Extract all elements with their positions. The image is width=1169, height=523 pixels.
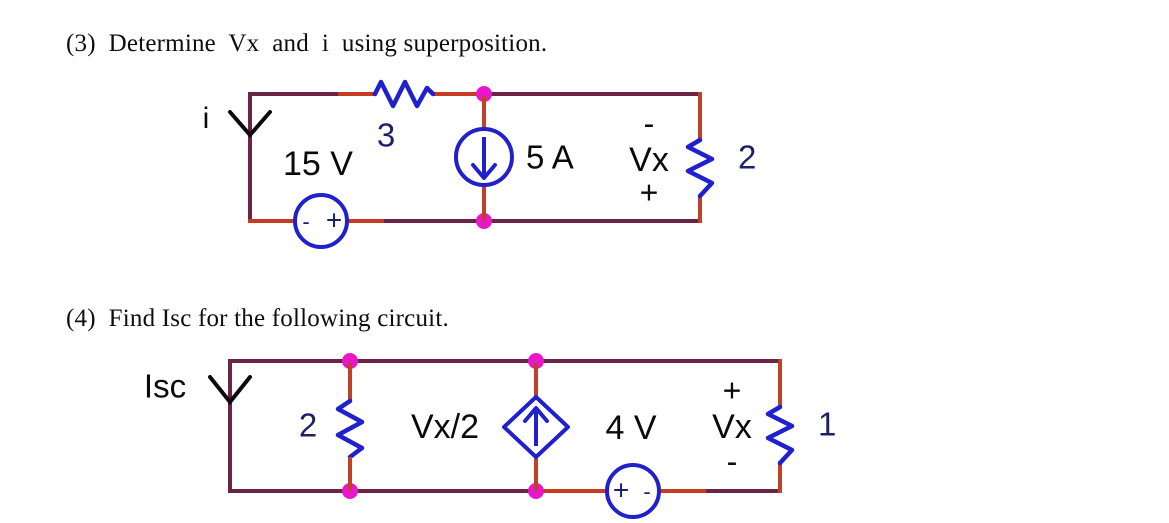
vx-polarity-bottom-plus: + xyxy=(640,174,659,210)
voltage-source-15v-symbol xyxy=(293,193,349,249)
current-direction-arrow-isc xyxy=(208,375,252,406)
circuit-diagram-problem-4: Isc 2 Vx/2 + - 4 V 1 + Vx - xyxy=(144,353,836,519)
voltage-source-15v-plus: + xyxy=(326,204,342,235)
resistor-3-ohm-symbol xyxy=(372,79,436,109)
vx-label: Vx xyxy=(629,141,669,179)
current-direction-arrow-i xyxy=(228,110,272,139)
vx-polarity-top-plus: + xyxy=(723,372,742,408)
current-label-isc: Isc xyxy=(144,368,186,405)
voltage-source-4v-plus: + xyxy=(613,474,629,505)
voltage-source-15v-minus: - xyxy=(302,209,309,234)
resistor-3-ohm-label: 3 xyxy=(377,117,395,154)
circuit-diagram-problem-3: i 3 5 A - + 15 V 2 - Vx + xyxy=(203,79,756,249)
problem-4-prompt: (4) Find Isc for the following circuit. xyxy=(66,305,449,332)
resistor-2-ohm-label: 2 xyxy=(299,407,317,444)
current-label-i: i xyxy=(203,102,210,135)
current-source-arrow-head xyxy=(471,163,497,180)
resistor-1-ohm-label: 1 xyxy=(818,406,836,443)
voltage-source-4v-label: 4 V xyxy=(605,409,656,447)
vx-polarity-bottom-minus: - xyxy=(727,443,738,479)
dependent-source-label: Vx/2 xyxy=(411,408,479,446)
current-source-5a-label: 5 A xyxy=(526,139,574,176)
resistor-2-ohm-symbol xyxy=(685,137,715,199)
node-dot-top-mid xyxy=(528,353,544,369)
vx-label: Vx xyxy=(712,408,752,446)
voltage-source-4v-symbol xyxy=(605,463,661,519)
node-dot-top xyxy=(476,86,492,102)
resistor-2-ohm-label: 2 xyxy=(738,139,756,176)
voltage-source-15v-label: 15 V xyxy=(283,145,353,183)
resistor-1-ohm-symbol xyxy=(765,404,795,466)
dependent-source-arrow-head xyxy=(523,406,549,423)
voltage-source-4v-minus: - xyxy=(643,479,650,504)
resistor-2-ohm-symbol xyxy=(335,398,365,460)
node-dot-top-left xyxy=(342,353,358,369)
problem-3-prompt: (3) Determine Vx and i using superpositi… xyxy=(66,30,548,57)
vx-polarity-top-minus: - xyxy=(644,105,655,141)
